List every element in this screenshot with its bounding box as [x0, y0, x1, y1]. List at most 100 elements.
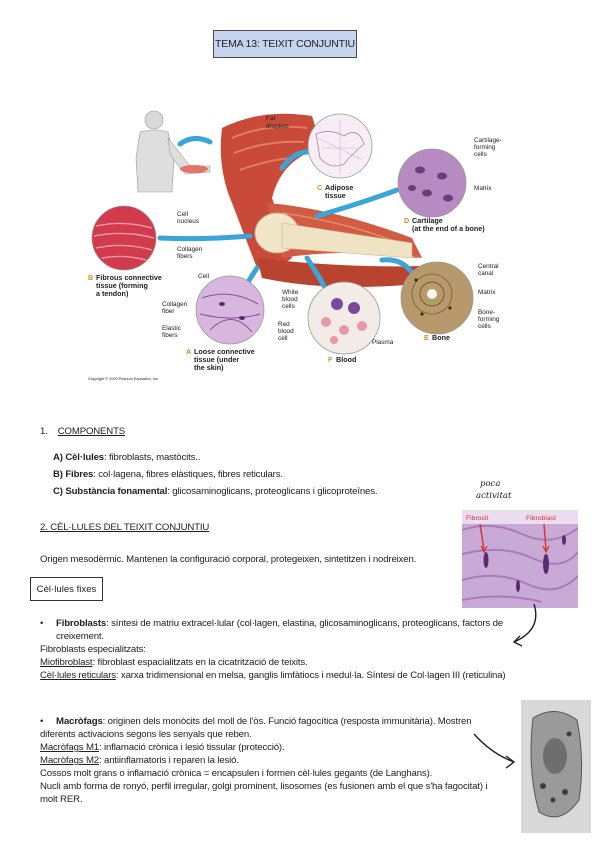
macrofags-line-3: Cossos molt grans o inflamació crònica =… [40, 768, 433, 779]
m1-text: : inflamació crònica i lesió tissular (p… [98, 742, 285, 753]
fibroblasts-line-2: creixement. [56, 631, 104, 642]
item-label: C) Substància fonamental [53, 486, 168, 497]
fibrous-label-1: Fibrous connective [96, 273, 162, 282]
elastic-fibers-label-1: Elastic [162, 325, 182, 332]
item-label: B) Fibres [53, 469, 94, 480]
cartilage-cells-label-2: forming [474, 144, 496, 151]
adipose-label-2: tissue [325, 191, 346, 200]
components-heading-num: 1. [40, 426, 48, 437]
loose-micrograph [195, 275, 265, 345]
list-item: B) Fibres: col·lagena, fibres elàstiques… [53, 468, 453, 481]
item-label: A) Cèl·lules [53, 452, 104, 463]
fibrous-micrograph [91, 205, 157, 271]
origen-paragraph: Origen mesodèrmic. Mantenen la configura… [40, 554, 417, 565]
miofibroblast-text: : fibroblast espacialitzats en la cicatr… [92, 657, 308, 668]
loose-label-1: Loose connective [194, 347, 255, 356]
macrofags-line-2: diferents activacions segons les senyals… [40, 729, 252, 740]
item-text: : fibroblasts, mastòcits.. [103, 452, 201, 463]
fibrocit-annotation: Fibrocit [466, 515, 488, 522]
macrofags-line-4: Nucli amb forma de ronyó, perfil irregul… [40, 781, 488, 792]
section2-heading: 2. CÈL·LULES DEL TEIXIT CONJUNTIU [40, 522, 210, 533]
fibroblasts-title: Fibroblasts [56, 618, 107, 629]
macrofags-text: : originen dels monòcits del moll de l'ò… [102, 716, 472, 727]
loose-label-3: the skin) [194, 363, 224, 372]
fibrous-label-3: a tendon) [96, 289, 129, 298]
cell-label: Cell [198, 273, 209, 280]
cell-nucleus-label-2: nucleus [177, 218, 199, 225]
fibroblasts-especialitzats: Fibroblasts especialitzats: [40, 644, 146, 655]
fibroblast-micrograph-svg: Fibrocit Fibroblast [461, 510, 579, 608]
m2-text: : antiinflamatoris i reparen la lesió. [98, 755, 239, 766]
miofibroblast-label: Miofibroblast [40, 657, 93, 668]
cell-nucleus-label-1: Cell [177, 211, 188, 218]
matrix-label-2: Matrix [478, 289, 496, 296]
activitat-note: activitat [476, 491, 512, 501]
handwritten-note: poca activitat [476, 479, 512, 501]
bone-forming-label-2: forming [478, 316, 500, 323]
matrix-label-1: Matrix [474, 185, 492, 192]
macrophage-micrograph-svg [521, 700, 591, 833]
white-blood-label-2: blood [282, 296, 298, 303]
m2-label: Macròfags M2 [40, 755, 99, 766]
reticular-text: : xarxa tridimensional en melsa, ganglis… [115, 670, 506, 681]
list-item: A) Cèl·lules: fibroblasts, mastòcits.. [53, 451, 453, 464]
fibrous-label-2: tissue (forming [96, 281, 148, 290]
collagen-fibers-label-2: fibers [177, 253, 193, 260]
bone-forming-label-1: Bone- [478, 309, 495, 316]
fibrous-letter: B [88, 273, 93, 282]
bone-letter: E [424, 333, 429, 342]
red-blood-label-1: Red [278, 321, 290, 328]
blood-micrograph [307, 281, 381, 355]
cartilage-label-2: (at the end of a bone) [412, 224, 485, 233]
central-canal-label-1: Central [478, 263, 499, 270]
collagen-fiber-label-1: Collagen [162, 301, 188, 308]
reticular-line: Cèl·lules reticulars: xarxa tridimension… [40, 669, 530, 682]
loose-label-2: tissue (under [194, 355, 239, 364]
blood-letter: F [328, 355, 333, 364]
item-text: : glicosaminoglicans, proteoglicans i gl… [167, 486, 378, 497]
adipose-letter: C [317, 183, 322, 192]
figure-svg: Fat droplets C Adipose tissue Cartilage-… [88, 110, 502, 381]
cartilage-micrograph [397, 148, 467, 218]
components-heading-text: COMPONENTS [57, 426, 126, 437]
macrophage-micrograph [521, 700, 591, 833]
curved-arrow-2 [473, 733, 516, 769]
copyright-label: Copyright © 2009 Pearson Education, Inc. [88, 377, 159, 381]
macrofags-line-1: •Macròfags: originen dels monòcits del m… [40, 715, 520, 728]
components-list: A) Cèl·lules: fibroblasts, mastòcits.. B… [53, 451, 453, 502]
adipose-micrograph [307, 113, 373, 179]
fibroblasts-block: •Fibroblasts: síntesi de matriu extracel… [40, 617, 530, 682]
m1-label: Macròfags M1 [40, 742, 99, 753]
fibroblasts-line-1: •Fibroblasts: síntesi de matriu extracel… [40, 617, 530, 630]
collagen-fibers-label-1: Collagen [177, 246, 203, 253]
collagen-fiber-label-2: fiber [162, 308, 175, 315]
item-text: : col·lagena, fibres elàstiques, fibres … [93, 469, 283, 480]
blood-label: Blood [336, 355, 356, 364]
macrofags-title: Macròfags [56, 716, 103, 727]
bone-label: Bone [432, 333, 450, 342]
page-title: TEMA 13: TEIXIT CONJUNTIU [213, 30, 357, 58]
white-blood-label-3: cells [282, 303, 295, 310]
plasma-label: Plasma [372, 339, 394, 346]
fixed-cells-box: Cèl·lules fixes [30, 577, 103, 601]
macrofags-block: •Macròfags: originen dels monòcits del m… [40, 715, 520, 806]
white-blood-label-1: White [282, 289, 299, 296]
fibroblast-annotation: Fibroblast [526, 515, 556, 522]
cartilage-cells-label-3: cells [474, 151, 487, 158]
bone-micrograph [400, 261, 474, 335]
red-blood-label-3: cell [278, 335, 288, 342]
connective-tissue-figure: Fat droplets C Adipose tissue Cartilage-… [82, 108, 507, 388]
loose-letter: A [186, 347, 191, 356]
miofibroblast-line: Miofibroblast: fibroblast espacialitzats… [40, 656, 530, 669]
m1-line: Macròfags M1: inflamació crònica i lesió… [40, 741, 520, 754]
fat-droplets-label-1: Fat [266, 115, 275, 122]
cartilage-letter: D [404, 216, 409, 225]
cartilage-label-1: Cartilage [412, 216, 443, 225]
central-canal-label-2: canal [478, 270, 493, 277]
m2-line: Macròfags M2: antiinflamatoris i reparen… [40, 754, 520, 767]
poca-note: poca [480, 479, 500, 489]
components-heading: 1. COMPONENTS [40, 425, 125, 438]
fibroblast-micrograph: Fibrocit Fibroblast [461, 510, 579, 608]
elastic-fibers-label-2: fibers [162, 332, 178, 339]
curved-arrow-1 [512, 603, 537, 647]
